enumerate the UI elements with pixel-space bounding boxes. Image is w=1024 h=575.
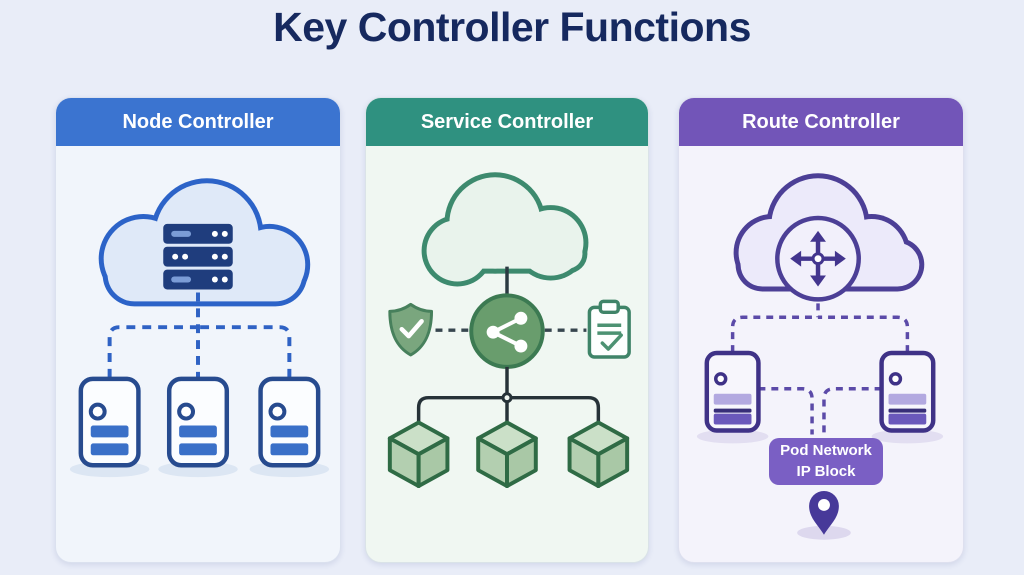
page-title: Key Controller Functions <box>273 4 751 50</box>
panel-header-node: Node Controller <box>56 98 340 146</box>
node-icon <box>78 376 141 468</box>
node-controller-diagram <box>69 178 330 478</box>
pod-box-line2: IP Block <box>796 462 856 480</box>
node-icon <box>166 376 230 468</box>
server-rack-icon <box>163 223 233 290</box>
panel-body-node <box>56 146 340 562</box>
pod-box-line1: Pod Network <box>780 442 872 460</box>
cube-icon <box>567 420 630 489</box>
panel-header-route: Route Controller <box>679 98 963 146</box>
panel-body-service <box>366 146 648 562</box>
panel-header-service: Service Controller <box>366 98 648 146</box>
server-icon <box>879 350 936 433</box>
service-controller-diagram <box>387 172 631 489</box>
cube-icon <box>476 420 538 489</box>
route-controller-diagram <box>696 173 944 540</box>
dashed-connectors <box>107 292 292 378</box>
panel-service-controller: Service Controller <box>365 97 649 563</box>
share-network-icon <box>469 293 545 369</box>
panel-node-controller: Node Controller <box>55 97 341 563</box>
cloud-icon <box>421 172 589 287</box>
pod-network-ip-block-label: Pod Network IP Block <box>769 438 883 485</box>
cube-icon <box>387 420 450 489</box>
server-shadows <box>696 429 944 444</box>
route-compass-icon <box>775 215 861 302</box>
shield-check-icon <box>388 302 434 357</box>
node-icon <box>258 376 321 468</box>
panel-body-route: Pod Network IP Block <box>679 146 963 562</box>
junction-dot <box>501 392 513 404</box>
location-pin-icon <box>797 491 851 540</box>
panel-route-controller: Route Controller <box>678 97 964 563</box>
server-icon <box>704 350 761 433</box>
checklist-clipboard-icon <box>587 299 631 359</box>
